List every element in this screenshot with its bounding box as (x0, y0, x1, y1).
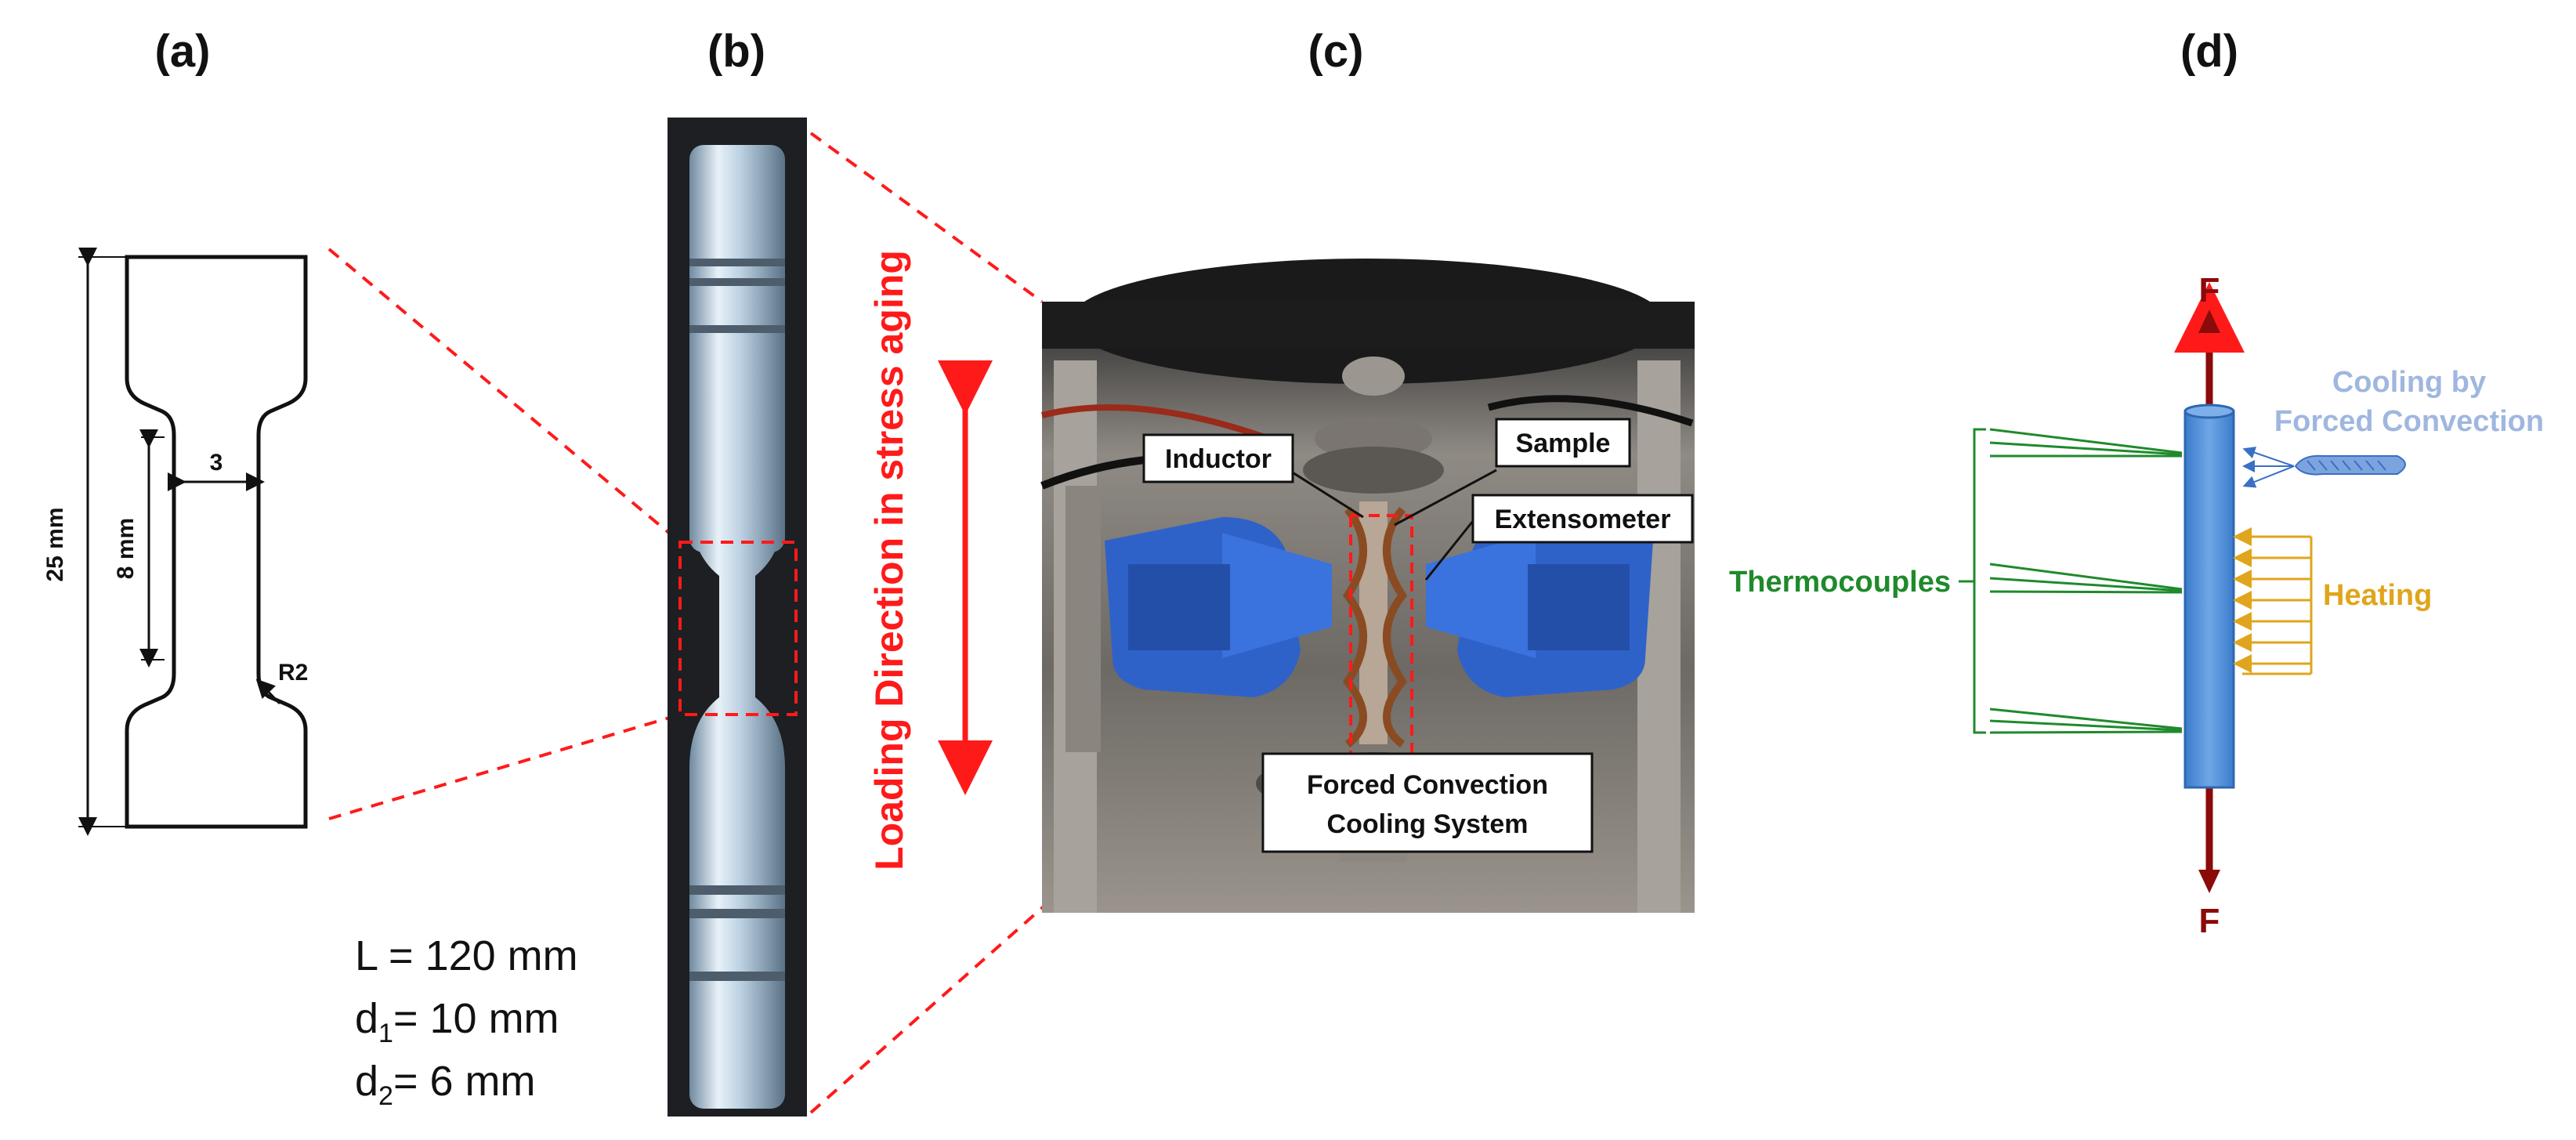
thermocouple-wires (1959, 428, 2183, 734)
dimension-radius-label: R2 (278, 660, 308, 686)
callout-inductor-label: Inductor (1165, 444, 1272, 474)
cooling-label-line1: Cooling by (2332, 366, 2486, 399)
param-d1-subscript: 1 (378, 1019, 393, 1048)
panel-label-b: (b) (707, 26, 765, 77)
param-d1-symbol: d (355, 995, 378, 1042)
loading-direction: Loading Direction in stress aging (867, 250, 993, 870)
cooling-nozzle (2242, 447, 2406, 488)
dimension-length-label: 25 mm (42, 507, 68, 581)
force-label-bottom: F (2199, 902, 2220, 940)
callout-cooling-system (1261, 752, 1594, 853)
param-length: L = 120 mm (355, 932, 578, 979)
thermocouples-label: Thermocouples (1729, 566, 1951, 599)
heating-arrows (2233, 527, 2313, 675)
param-d2-symbol: d (355, 1058, 378, 1105)
schematic: F F Thermocouples (1729, 271, 2544, 940)
cooling-label-line2: Forced Convection (2274, 405, 2544, 438)
force-label-top: F (2199, 271, 2220, 309)
specimen-bar (2183, 410, 2235, 789)
setup-photo: Inductor Sample Extensometer Forced Conv… (1040, 259, 1695, 913)
callout-extensometer-label: Extensometer (1495, 505, 1671, 534)
callout-cooling-line1: Forced Convection (1307, 770, 1548, 800)
specimen-parameters: L = 120 mm d1= 10 mm d2= 6 mm (355, 932, 578, 1111)
specimen-photo (668, 118, 807, 1116)
panel-label-a: (a) (155, 26, 211, 77)
callout-sample (1495, 418, 1631, 468)
callout-inductor (1142, 433, 1294, 483)
panel-label-d: (d) (2180, 26, 2238, 77)
param-d2: d2= 6 mm (355, 1058, 536, 1111)
param-d1-value: = 10 mm (393, 995, 559, 1042)
loading-direction-label: Loading Direction in stress aging (867, 250, 911, 870)
dimension-gauge-label: 8 mm (113, 518, 139, 579)
dimension-width-label: 3 (210, 450, 223, 476)
panel-label-c: (c) (1308, 26, 1364, 77)
callout-sample-label: Sample (1516, 429, 1611, 458)
callout-cooling-line2: Cooling System (1327, 809, 1529, 839)
heating-label: Heating (2323, 579, 2432, 612)
param-d2-value: = 6 mm (393, 1058, 536, 1105)
callout-extensometer (1471, 494, 1694, 544)
param-d1: d1= 10 mm (355, 995, 559, 1048)
param-d2-subscript: 2 (378, 1081, 393, 1111)
specimen-drawing: 25 mm 8 mm 3 R2 (42, 248, 308, 836)
specimen-outline (125, 255, 308, 829)
